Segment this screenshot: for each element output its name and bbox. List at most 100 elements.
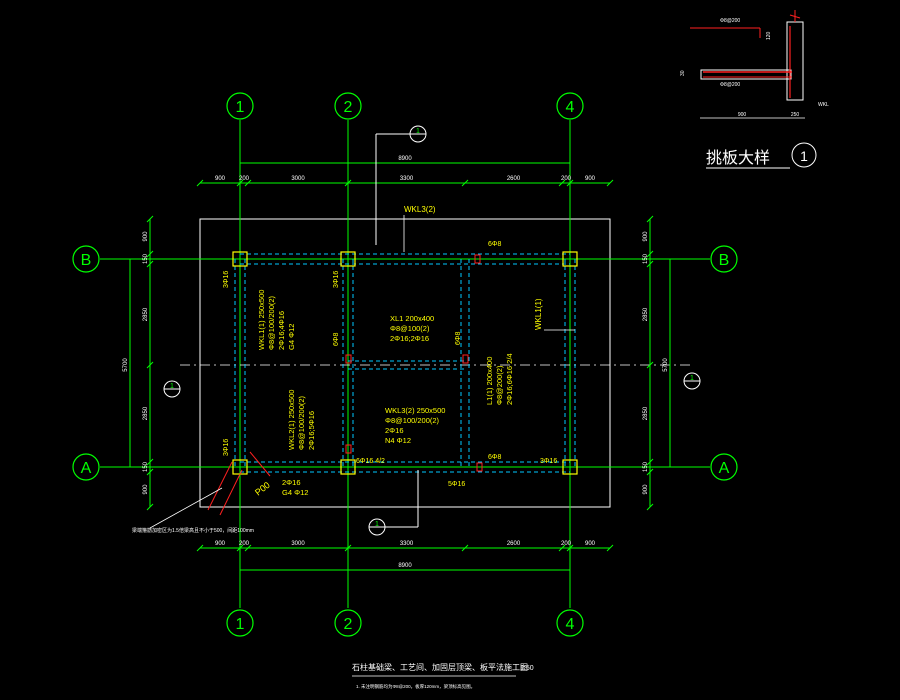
dim-bottom-segment-label: 3300 xyxy=(400,541,414,547)
label-wkl3-mid-line: Φ8@100/200(2) xyxy=(385,416,440,425)
dim-bottom-segment-label: 200 xyxy=(561,541,572,547)
detail-slab xyxy=(700,69,792,80)
dim-top-tick-7 xyxy=(606,179,614,187)
dim-bottom-tick-1 xyxy=(236,544,244,552)
note-3phi16-bl: 3Φ16 xyxy=(223,439,230,456)
dim-left-segment-label: 900 xyxy=(143,484,149,495)
dim-bottom-total-label: 8900 xyxy=(398,563,412,569)
dim-bottom-segment-label: 900 xyxy=(585,541,596,547)
section-mark-label-1: 1 xyxy=(170,383,174,390)
dim-bottom-tick-7 xyxy=(606,544,614,552)
p00-strip-c xyxy=(249,451,271,477)
dim-top-tick-1 xyxy=(236,179,244,187)
detail-dim-width: 900 xyxy=(738,112,747,118)
dim-left-tick-5 xyxy=(146,468,154,476)
dim-right-segment-label: 2850 xyxy=(643,307,649,321)
note-6phi8-xl-left: 6Φ8 xyxy=(333,333,340,346)
axis-bubble-left-1-circle xyxy=(72,453,100,481)
dim-top-segment-label: 900 xyxy=(215,176,226,182)
dim-top-tick-5 xyxy=(558,179,566,187)
detail-bottom-note: Φ8@200 xyxy=(720,82,740,88)
axis-bubble-top-0-label: 1 xyxy=(236,99,245,116)
dim-right-tick-5 xyxy=(646,468,654,476)
dim-left-segment-label: 900 xyxy=(143,231,149,242)
dim-top-tick-6 xyxy=(566,179,574,187)
dim-right-tick-1 xyxy=(646,250,654,258)
column-2-0 xyxy=(562,251,578,267)
label-p00-rebar-line: 2Φ16 xyxy=(282,478,301,487)
leader-note-line xyxy=(149,487,223,529)
axis-bubble-bottom-1-label: 2 xyxy=(344,616,353,633)
label-l1-right-line: Φ8@200(2) xyxy=(495,365,504,405)
note-5phi16: 5Φ16 xyxy=(448,481,465,488)
axis-bubble-bottom-0-label: 1 xyxy=(236,616,245,633)
dim-right-tick-6 xyxy=(646,503,654,511)
label-wkl1-left-line: 2Φ16;4Φ16 xyxy=(277,311,286,350)
axis-bubble-right-1-circle xyxy=(710,453,738,481)
rebar-mark-4 xyxy=(345,444,352,454)
dim-left-segment-label: 2850 xyxy=(143,406,149,420)
dim-top-segment-label: 3300 xyxy=(400,176,414,182)
section-mark-label-3: 1 xyxy=(375,521,379,528)
axis-bubble-left-0-circle xyxy=(72,245,100,273)
footer-scale: 1:50 xyxy=(520,665,534,672)
dim-top-segment-label: 200 xyxy=(239,176,250,182)
slab-edge xyxy=(199,218,611,508)
dim-left-segment-label: 150 xyxy=(143,461,149,472)
detail-mark-circle xyxy=(791,142,817,168)
dim-bottom-tick-5 xyxy=(558,544,566,552)
note-6phi8-br: 6Φ8 xyxy=(488,454,501,461)
grid-lines xyxy=(100,120,710,608)
dim-right-tick-3 xyxy=(646,361,654,369)
detail-right-note: WKL xyxy=(818,102,829,108)
label-xl1-line: Φ8@100(2) xyxy=(390,324,430,333)
axis-bubble-right-1-label: A xyxy=(719,460,730,477)
axis-bubble-top-1-label: 2 xyxy=(344,99,353,116)
label-wkl2-left-line: WKL2(1) 250x500 xyxy=(287,390,296,450)
p00-strip-a xyxy=(207,461,233,511)
dim-left-segment-label: 2850 xyxy=(143,307,149,321)
dim-bottom-segment-label: 2600 xyxy=(507,541,521,547)
p00-strip-b xyxy=(219,469,243,516)
detail-mark-label: 1 xyxy=(800,148,808,164)
dim-right-tick-0 xyxy=(646,215,654,223)
note-6phi8-top: 6Φ8 xyxy=(488,241,501,248)
columns xyxy=(232,251,578,475)
label-p00: P00 xyxy=(253,480,272,498)
axis-bubble-right-0-label: B xyxy=(719,252,730,269)
slab-outline xyxy=(199,218,611,508)
label-wkl1-left-line: WKL1(1) 250x500 xyxy=(257,290,266,350)
beams xyxy=(234,253,576,473)
dim-left-tick-3 xyxy=(146,361,154,369)
dim-top-tick-4 xyxy=(461,179,469,187)
label-wkl1-left-line: G4 Φ12 xyxy=(287,324,296,350)
label-wkl2-left-line: 2Φ16;5Φ16 xyxy=(307,411,316,450)
leader-note: 梁端箍筋加密区为1.5倍梁高且不小于500，间距100mm xyxy=(132,527,254,534)
dim-top-segment-label: 200 xyxy=(561,176,572,182)
dim-bottom-segment-label: 3000 xyxy=(291,541,305,547)
label-xl1-line: XL1 200x400 xyxy=(390,314,434,323)
dim-right-total-label: 5700 xyxy=(663,358,669,372)
dim-top-total-label: 8900 xyxy=(398,156,412,162)
axis-bubble-right-0-circle xyxy=(710,245,738,273)
dim-right-tick-4 xyxy=(646,458,654,466)
detail-title: 挑板大样 xyxy=(706,149,770,167)
dim-bottom-tick-0 xyxy=(196,544,204,552)
detail-top-rebar: Φ8@200 xyxy=(720,18,740,24)
detail-break-z xyxy=(789,14,801,19)
label-l1-right-line: 2Φ16;6Φ16 2/4 xyxy=(505,353,514,405)
detail-dim-side: 30 xyxy=(680,70,686,76)
dim-right-segment-label: 150 xyxy=(643,461,649,472)
label-wkl3-mid-line: 2Φ16 xyxy=(385,426,404,435)
column-0-0 xyxy=(232,251,248,267)
axis-bubble-bottom-0-circle xyxy=(226,609,254,637)
dim-right-tick-2 xyxy=(646,260,654,268)
rebar-mark-0 xyxy=(345,354,352,364)
dim-bottom-tick-2 xyxy=(244,544,252,552)
dim-bottom-segment-label: 200 xyxy=(239,541,250,547)
dim-top-segment-label: 3000 xyxy=(291,176,305,182)
detail-dim-beam: 250 xyxy=(791,112,800,118)
label-wkl3-top: WKL3(2) xyxy=(404,205,436,214)
